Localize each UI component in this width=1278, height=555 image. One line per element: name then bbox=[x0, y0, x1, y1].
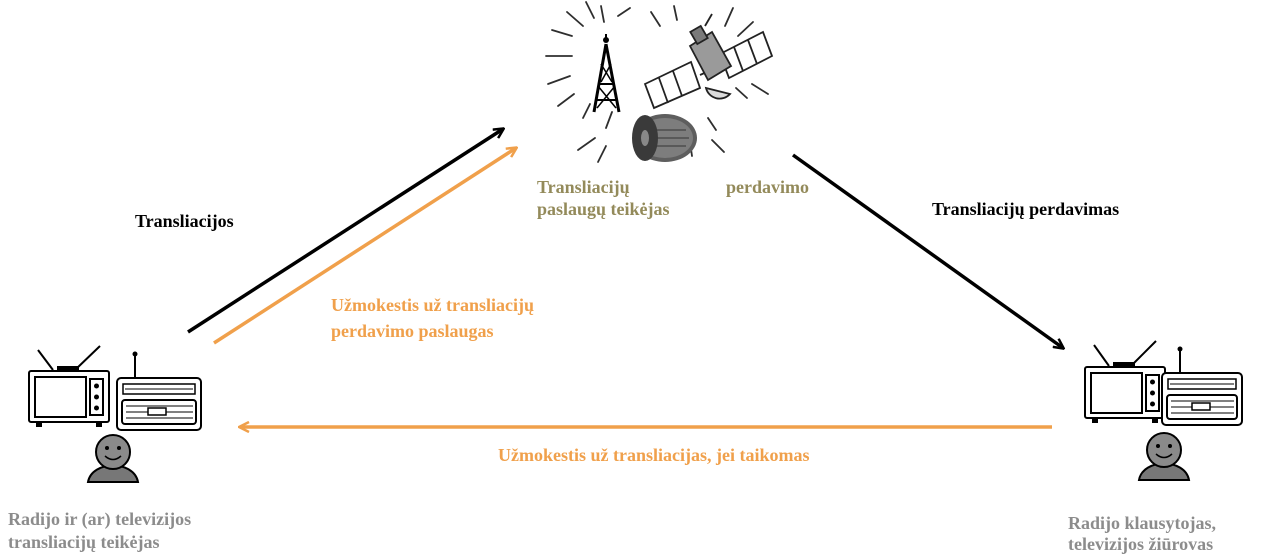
audience-icons bbox=[1084, 340, 1243, 481]
fee-retransmission-label-line1: Užmokestis už transliacijų bbox=[331, 295, 534, 315]
radio-tower-icon bbox=[592, 34, 621, 113]
tv-icon bbox=[1084, 340, 1166, 423]
fee-broadcasts-label: Užmokestis už transliacijas, jei taikoma… bbox=[498, 445, 810, 465]
person-icon bbox=[1137, 432, 1191, 481]
fee-retransmission-label-line2: perdavimo paslaugas bbox=[331, 321, 494, 341]
radio-icon bbox=[1161, 346, 1243, 426]
broadcaster-icons bbox=[28, 345, 202, 483]
provider-label-line1: Transliacijų perdavimo bbox=[537, 177, 809, 197]
radio-icon bbox=[116, 351, 202, 431]
broadcasts-label: Transliacijos bbox=[135, 211, 234, 231]
arrow-broadcasts bbox=[187, 129, 503, 334]
arrow-retransmission bbox=[791, 153, 1063, 348]
provider-label-line2: paslaugų teikėjas bbox=[537, 199, 670, 219]
person-icon bbox=[86, 434, 140, 483]
audience-label-line1: Radijo klausytojas, bbox=[1068, 513, 1217, 533]
arrow-fee-for-retransmission bbox=[213, 148, 516, 345]
satellite-icon bbox=[643, 13, 774, 110]
tv-icon bbox=[28, 345, 110, 427]
retransmission-label: Transliacijų perdavimas bbox=[932, 199, 1120, 219]
cable-reel-icon bbox=[632, 114, 697, 162]
broadcaster-label-line1: Radijo ir (ar) televizijos bbox=[8, 509, 192, 529]
audience-label-line2: televizijos žiūrovas bbox=[1068, 534, 1214, 554]
broadcaster-label-line2: transliacijų teikėjas bbox=[8, 532, 160, 552]
